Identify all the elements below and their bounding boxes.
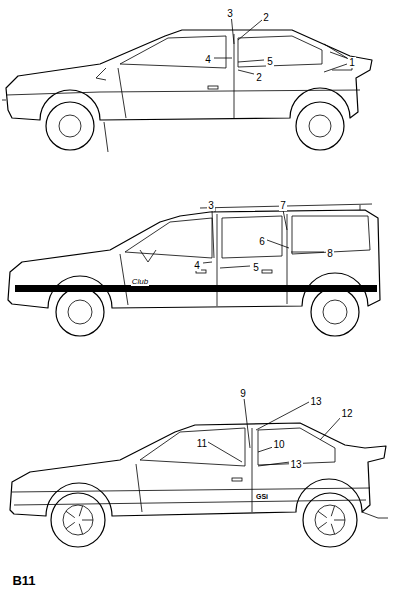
- hatchback-car: [2, 30, 372, 152]
- callout-number: 2: [262, 7, 270, 25]
- label-text: 2: [262, 12, 270, 23]
- label-text: 10: [272, 439, 285, 450]
- callout-number: 4: [204, 49, 212, 67]
- label-text: B11: [11, 573, 36, 588]
- callout-number: 11: [196, 433, 208, 451]
- callout-number: 5: [252, 257, 260, 275]
- label-text: GSi: [255, 493, 269, 500]
- label-text: 13: [309, 396, 322, 407]
- label-text: 11: [196, 438, 208, 449]
- label-text: 3: [207, 200, 215, 211]
- gsi-car: [10, 423, 388, 547]
- label-text: 13: [289, 459, 302, 470]
- label-text: 6: [258, 236, 266, 247]
- badge-text: Club: [131, 270, 149, 288]
- callout-number: 2: [255, 67, 263, 85]
- callout-number: 4: [193, 255, 201, 273]
- label-text: 4: [193, 260, 201, 271]
- callout-number: 3: [207, 195, 215, 213]
- callout-number: 8: [326, 243, 334, 261]
- callout-number: 5: [266, 51, 274, 69]
- callout-number: 7: [279, 195, 287, 213]
- figure-code: B11: [11, 571, 36, 589]
- callout-number: 13: [309, 391, 322, 409]
- label-text: Club: [131, 277, 149, 286]
- label-text: 1: [348, 57, 356, 68]
- label-text: 8: [326, 248, 334, 259]
- callout-number: 3: [226, 3, 234, 21]
- badge-text: GSi: [255, 485, 269, 503]
- estate-car: [8, 204, 380, 336]
- callout-number: 13: [289, 454, 302, 472]
- label-text: 12: [340, 408, 353, 419]
- callout-number: 9: [239, 383, 247, 401]
- label-text: 5: [252, 262, 260, 273]
- leader-lines: [203, 14, 347, 466]
- callout-number: 6: [258, 231, 266, 249]
- callout-number: 12: [340, 403, 353, 421]
- label-text: 3: [226, 8, 234, 19]
- callout-number: 1: [348, 52, 356, 70]
- label-text: 9: [239, 388, 247, 399]
- label-text: 5: [266, 56, 274, 67]
- callout-number: 10: [272, 434, 285, 452]
- label-text: 4: [204, 54, 212, 65]
- label-text: 7: [279, 200, 287, 211]
- label-text: 2: [255, 72, 263, 83]
